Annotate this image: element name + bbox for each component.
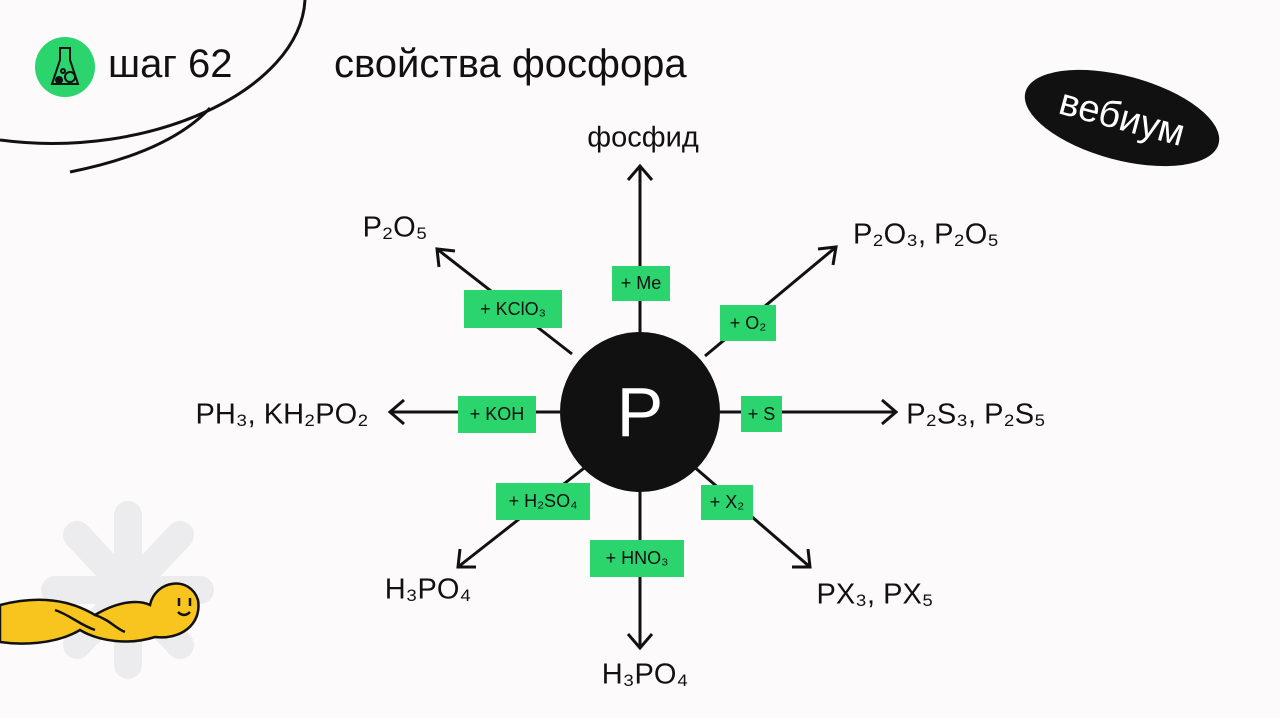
flask-badge: [35, 37, 95, 97]
reagent-hno3: + HNO₃: [590, 540, 684, 577]
worm-illustration: [0, 582, 200, 645]
reagent-me: + Me: [612, 266, 670, 301]
product-phosphoric-acid-h2so4: H₃PO₄: [384, 573, 472, 606]
brand-logo-bg: [1024, 69, 1220, 167]
reagent-koh: + KOH: [458, 396, 536, 433]
center-element: P: [616, 373, 664, 451]
flask-icon: [50, 47, 80, 85]
step-label: шаг 62: [108, 42, 233, 86]
reagent-h2so4: + H₂SO₄: [496, 483, 590, 520]
product-oxides: P₂O₃, P₂O₅: [853, 218, 999, 251]
phosphorus-circle: [560, 332, 720, 492]
reagent-s: + S: [741, 396, 782, 432]
reagent-x2: + X₂: [701, 485, 753, 520]
product-phosphoric-acid-hno3: H₃PO₄: [601, 658, 689, 691]
product-halides: PX₃, PX₅: [816, 578, 934, 611]
product-p2o5: P₂O₅: [362, 211, 428, 244]
reagent-kclo3: + KClO₃: [464, 290, 562, 328]
product-sulfides: P₂S₃, P₂S₅: [906, 398, 1046, 431]
decor-line: [69, 106, 212, 174]
page-title: свойства фосфора: [334, 42, 687, 86]
reagent-o2: + O₂: [720, 305, 776, 341]
product-phosphine: PH₃, KH₂PO₂: [195, 398, 369, 431]
product-phosphide: фосфид: [587, 121, 699, 154]
